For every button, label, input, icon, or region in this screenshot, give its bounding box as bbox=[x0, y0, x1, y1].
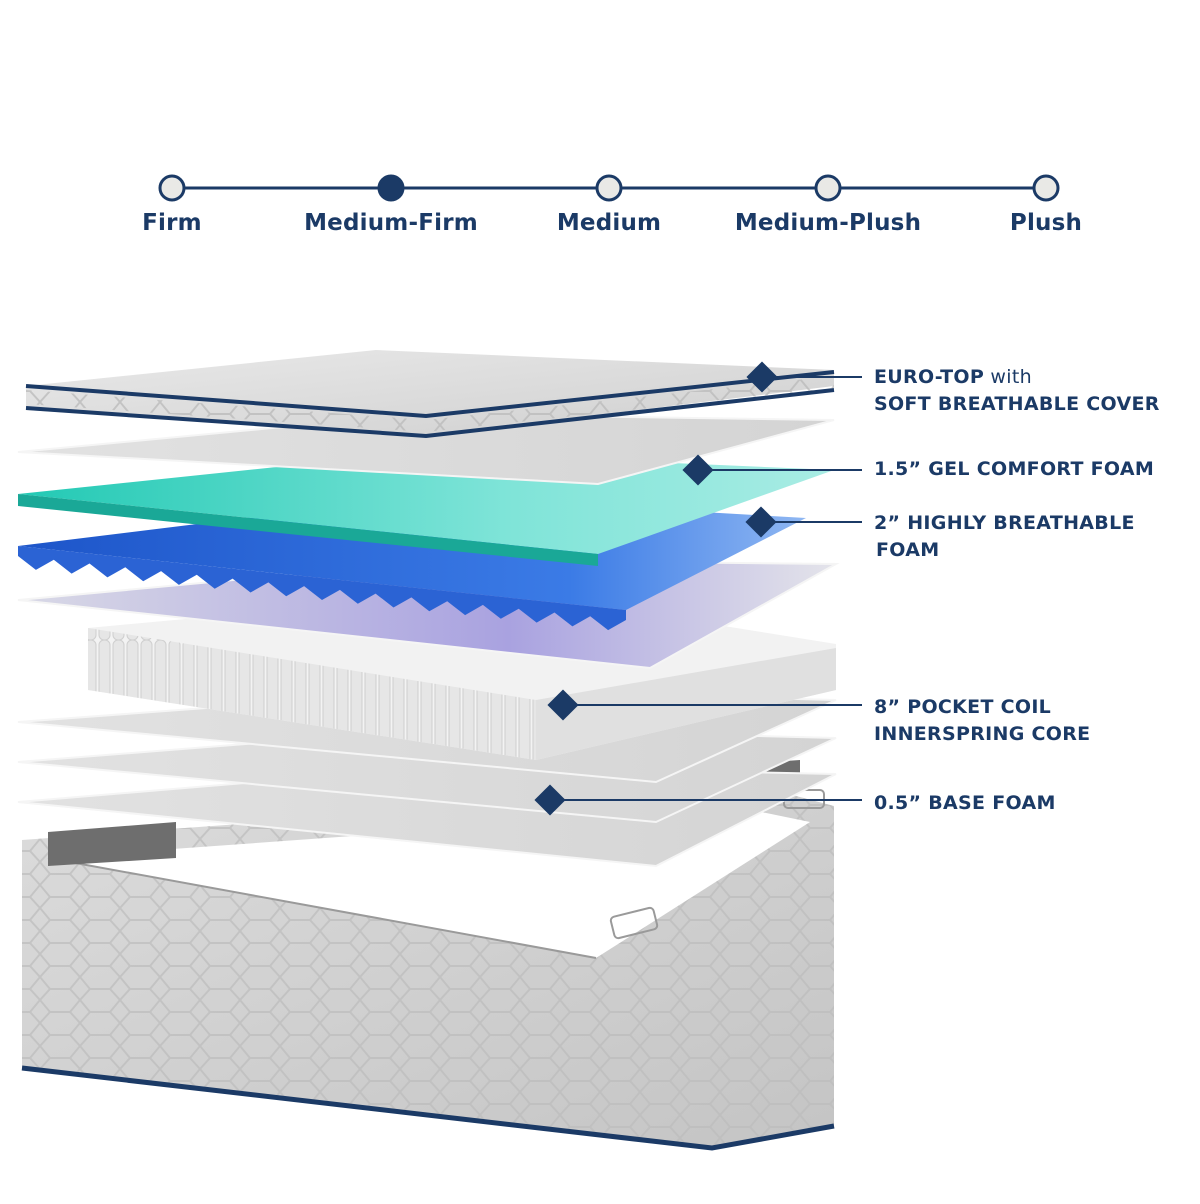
callout-pocket-coil: 8” POCKET COIL INNERSPRING CORE bbox=[874, 696, 1091, 745]
firmness-label-medium-plush: Medium-Plush bbox=[734, 210, 922, 236]
callout-gel-comfort-foam: 1.5” GEL COMFORT FOAM bbox=[874, 458, 1155, 480]
firmness-dot-medium-plush bbox=[814, 174, 842, 202]
callout-marker-euro-top bbox=[746, 361, 778, 393]
firmness-label-medium-firm: Medium-Firm bbox=[304, 210, 478, 236]
callout-euro-top: EURO-TOP with SOFT BREATHABLE COVER bbox=[874, 366, 1160, 415]
callout-base-foam: 0.5” BASE FOAM bbox=[874, 792, 1056, 814]
firmness-scale bbox=[158, 174, 1060, 202]
firmness-label-firm: Firm bbox=[142, 210, 202, 236]
euro-top-layer bbox=[25, 350, 835, 439]
firmness-dot-firm bbox=[158, 174, 186, 202]
firmness-label-plush: Plush bbox=[1009, 210, 1083, 236]
callout-marker-gel-comfort-foam bbox=[682, 454, 714, 486]
firmness-dot-medium-firm bbox=[377, 174, 405, 202]
gel-comfort-foam bbox=[18, 452, 834, 566]
firmness-dot-plush bbox=[1032, 174, 1060, 202]
firmness-label-medium: Medium bbox=[556, 210, 662, 236]
firmness-dot-medium bbox=[595, 174, 623, 202]
callout-breathable-foam: 2” HIGHLY BREATHABLE FOAM bbox=[874, 512, 1135, 561]
